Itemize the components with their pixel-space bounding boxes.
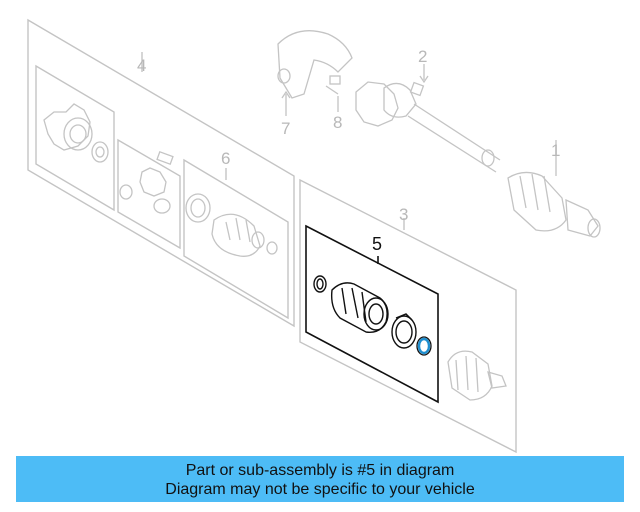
snap-ring-highlight [416,336,432,356]
callout-6[interactable]: 6 [221,149,230,168]
callout-7[interactable]: 7 [281,119,290,138]
ghost-parts-group-4 [43,103,278,257]
callout-2[interactable]: 2 [418,47,427,66]
drive-shaft [355,81,601,238]
callout-3[interactable]: 3 [399,205,408,224]
banner-line-disclaimer: Diagram may not be specific to your vehi… [165,481,475,498]
info-banner: Part or sub-assembly is #5 in diagram Di… [16,456,624,502]
callout-8[interactable]: 8 [333,113,342,132]
assembly-panel-4 [27,18,295,328]
assembly-panel-3 [299,178,517,454]
parts-diagram: 1 2 3 4 5 6 7 8 [27,18,601,454]
ghost-outer-joint [447,350,507,401]
callout-1[interactable]: 1 [551,141,560,160]
heat-shield-and-bolts [277,30,429,116]
callout-4[interactable]: 4 [137,56,146,75]
assembly-panel-5[interactable] [305,224,439,404]
callout-5[interactable]: 5 [372,234,382,254]
banner-line-part: Part or sub-assembly is #5 in diagram [185,462,455,479]
boot-kit-parts [313,275,417,349]
